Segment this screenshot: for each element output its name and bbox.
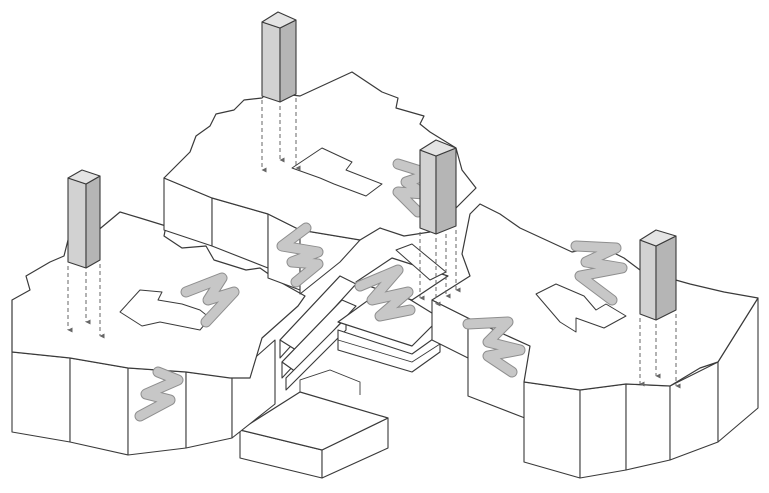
stairs: [134, 158, 628, 422]
core-tower-right: [639, 229, 677, 321]
central-courtyard: [291, 147, 383, 197]
left-wall-1: [11, 351, 71, 443]
left-wall-2: [69, 357, 129, 456]
core-tower-left: [67, 169, 101, 269]
left-courtyard: [119, 289, 211, 331]
stair-right-roof: [570, 240, 628, 306]
right-wall-4: [579, 383, 627, 479]
core-tower-top: [261, 11, 297, 103]
atrium-base: [337, 329, 441, 373]
right-wall-3: [523, 381, 581, 479]
pavilion-roof: [239, 391, 389, 451]
left-wall-5: [231, 339, 276, 439]
connector-atrium: [279, 243, 449, 391]
lower-pavilion: [239, 369, 389, 479]
stair-left-wall: [134, 366, 184, 422]
core-tower-center: [419, 139, 457, 235]
stair-right-wall: [462, 316, 526, 378]
stair-central-wall: [276, 222, 324, 288]
right-wall-5: [625, 383, 671, 471]
drop-arrows: [67, 98, 681, 389]
right-courtyard: [535, 283, 627, 333]
left-wall-4: [185, 371, 233, 449]
core-towers: [67, 11, 677, 321]
bridge-second-deck: [281, 299, 357, 373]
pavilion-step: [299, 369, 361, 395]
stair-atrium: [354, 264, 416, 322]
bridge-third-side: [285, 317, 347, 391]
atrium-tier-line: [337, 339, 441, 363]
stair-left-roof: [180, 272, 240, 328]
